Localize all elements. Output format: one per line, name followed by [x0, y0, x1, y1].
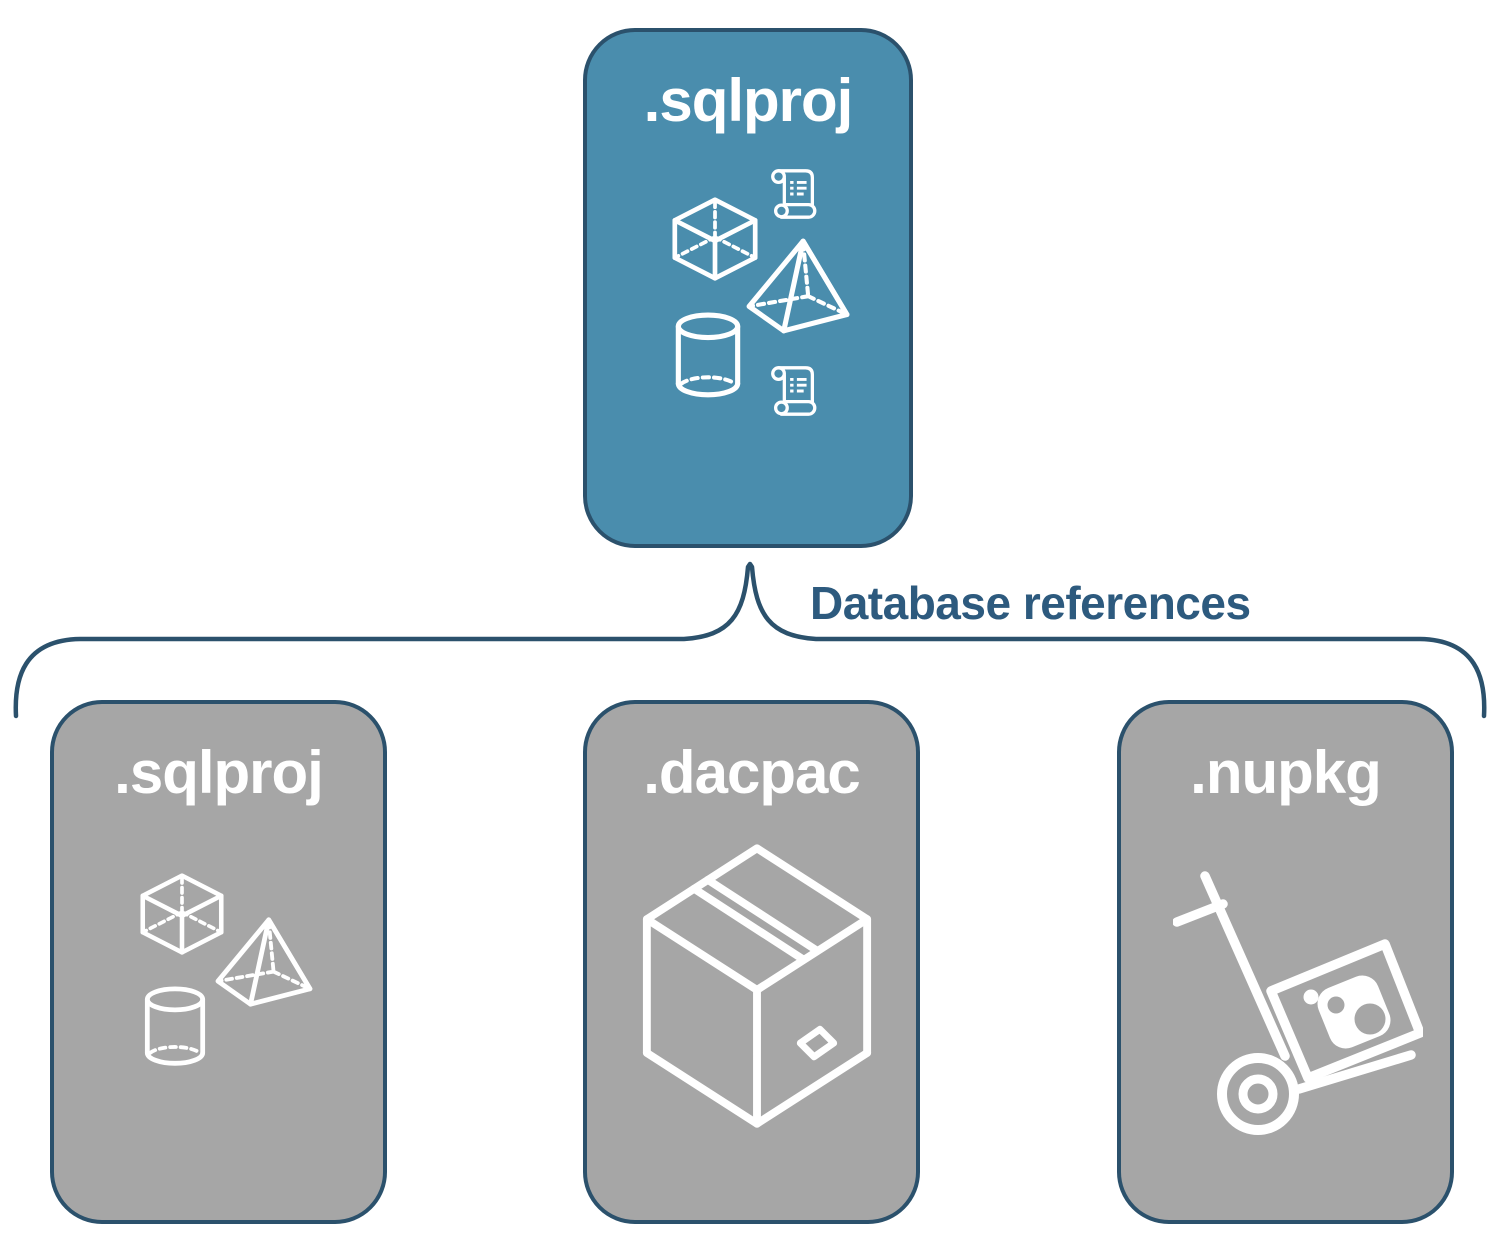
database-cylinder-icon — [673, 312, 743, 402]
node-label: .nupkg — [1190, 739, 1382, 806]
node-dacpac-reference: .dacpac — [583, 700, 920, 1224]
node-nupkg-reference: .nupkg — [1117, 700, 1454, 1224]
node-sqlproj-parent: .sqlproj — [583, 28, 913, 548]
database-cylinder-icon — [142, 986, 208, 1070]
node-label: .sqlproj — [114, 739, 324, 806]
script-scroll-icon — [765, 362, 823, 420]
package-box-icon — [639, 840, 875, 1136]
script-scroll-icon — [765, 165, 823, 223]
pyramid-icon — [212, 916, 314, 1008]
connector-label: Database references — [810, 577, 1251, 629]
node-sqlproj-reference: .sqlproj — [50, 700, 387, 1224]
nuget-handtruck-icon — [1173, 856, 1423, 1136]
node-label: .sqlproj — [643, 67, 854, 134]
pyramid-icon — [743, 237, 851, 335]
node-label: .dacpac — [643, 739, 860, 806]
